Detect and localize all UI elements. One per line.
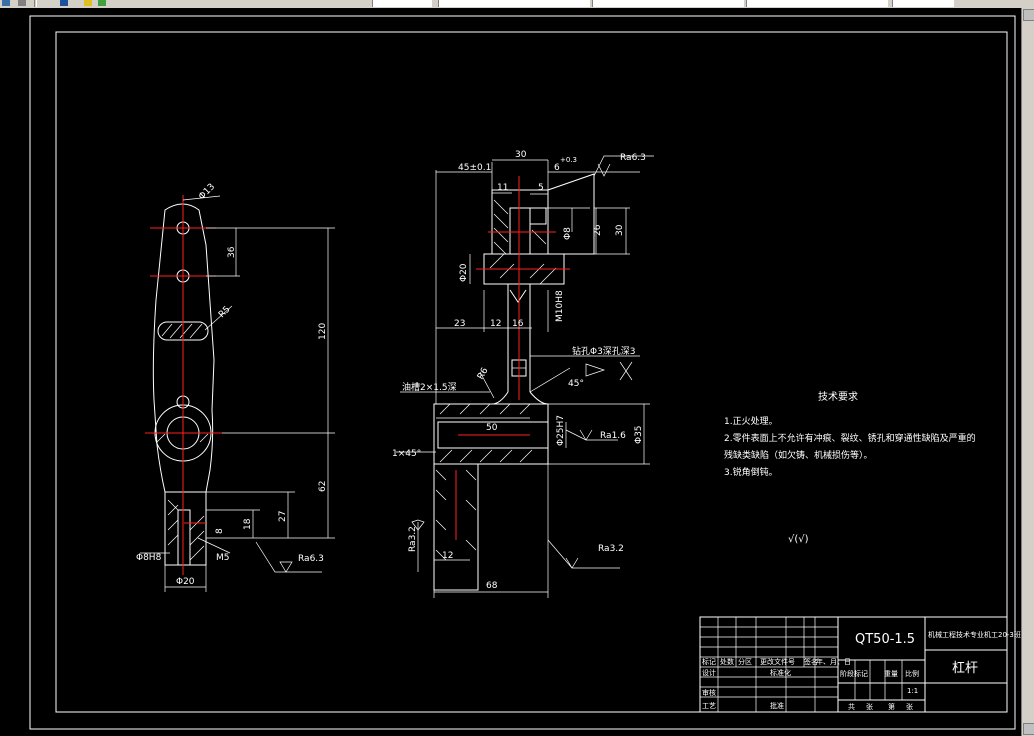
- dim-phi13: Φ13: [197, 182, 217, 202]
- title-block-lines: [699, 616, 1008, 713]
- dim-8: 8: [215, 528, 225, 534]
- dim-phi20-left: Φ20: [176, 577, 195, 587]
- tech-req-title: 技术要求: [818, 390, 858, 403]
- dim-30-right: 30: [615, 224, 625, 236]
- dim-62: 62: [318, 481, 328, 492]
- tb-weight: 重量: [884, 670, 898, 678]
- main-view: [396, 155, 654, 598]
- layer-icon[interactable]: [60, 0, 68, 6]
- tb-col-doc: 更改文件号: [760, 657, 795, 666]
- dim-12-bottom: 12: [442, 551, 453, 561]
- tb-col-count: 处数: [720, 657, 734, 666]
- dim-phi8-main: Φ8: [563, 227, 573, 240]
- tb-stage: 阶段标记: [840, 669, 868, 678]
- tb-approve: 批准: [770, 701, 784, 710]
- left-view: [140, 195, 335, 592]
- freeze-icon[interactable]: [98, 0, 106, 6]
- dim-r5: R5: [217, 305, 233, 321]
- dim-m5: M5: [216, 553, 230, 563]
- school-name: 机械工程技术专业机工20-3班: [928, 630, 1021, 639]
- tech-req-item-4: 3.锐角倒钝。: [724, 466, 778, 478]
- dim-5: 5: [538, 183, 544, 193]
- roughness-left: Ra6.3: [298, 554, 324, 564]
- tb-review: 审核: [702, 688, 716, 697]
- roughness-bottom: Ra3.2: [598, 544, 624, 554]
- drill-note: 钻孔Φ3深孔深3: [572, 345, 636, 357]
- material: QT50-1.5: [855, 632, 915, 647]
- separator: [34, 0, 37, 7]
- dim-m10: M10H8: [555, 290, 565, 322]
- tb-sheet-unit2: 张: [906, 702, 913, 711]
- dim-45: 45±0.1: [458, 163, 491, 173]
- tb-process: 工艺: [702, 702, 716, 710]
- dim-phi20-main: Φ20: [459, 263, 469, 282]
- dim-30-top: 30: [515, 150, 527, 160]
- tb-col-mark: 标记: [702, 657, 716, 666]
- save-icon[interactable]: [18, 0, 26, 6]
- outer-frame: [29, 15, 1016, 730]
- dim-120: 120: [318, 323, 328, 340]
- scroll-up-arrow[interactable]: [1023, 9, 1034, 21]
- part-name: 杠杆: [952, 660, 978, 676]
- chamfer-note: 1×45°: [392, 449, 421, 459]
- dim-12-mid: 12: [490, 319, 501, 329]
- dim-26: 26: [593, 224, 603, 236]
- light-icon[interactable]: [84, 0, 92, 6]
- dim-6-tol: +0.3: [560, 156, 577, 164]
- dim-16: 16: [512, 319, 524, 329]
- tb-page: 第: [888, 702, 895, 711]
- tb-sheet-unit1: 张: [866, 702, 873, 711]
- tb-col-zone: 分区: [738, 657, 752, 666]
- r-note: R6: [476, 366, 491, 382]
- angle-45: 45°: [568, 379, 584, 389]
- lineweight-dropdown[interactable]: [746, 0, 888, 7]
- tb-design: 设计: [702, 668, 716, 677]
- groove-note: 油槽2×1.5深: [402, 381, 457, 393]
- roughness-mid: Ra1.6: [600, 431, 626, 441]
- roughness-left-main: Ra3.2: [408, 526, 418, 552]
- scroll-down-arrow[interactable]: [1023, 723, 1034, 735]
- tb-scale-label: 比例: [905, 669, 919, 678]
- dim-18: 18: [243, 518, 253, 530]
- dim-6: 6: [554, 163, 560, 173]
- layer-dropdown[interactable]: [372, 0, 432, 7]
- tech-req-item-2: 2.零件表面上不允许有冲痕、裂纹、锈孔和穿通性缺陷及严重的: [724, 432, 976, 444]
- dim-27: 27: [278, 511, 288, 522]
- tb-col-date: 年、月、日: [816, 657, 851, 666]
- drawing-canvas[interactable]: [0, 8, 1022, 736]
- dim-phi25: Φ25H7: [556, 415, 566, 446]
- tb-col-sign: 签名: [804, 657, 818, 666]
- surface-symbol: √(√): [788, 534, 809, 545]
- roughness-top: Ra6.3: [620, 153, 646, 163]
- inner-frame: [55, 31, 1008, 713]
- linetype-dropdown[interactable]: [592, 0, 744, 7]
- dim-phi35: Φ35: [634, 425, 644, 444]
- app-icon[interactable]: [2, 0, 10, 6]
- toolbar: [0, 0, 1034, 8]
- tb-standard: 标准化: [770, 668, 791, 677]
- dim-68: 68: [486, 581, 498, 591]
- tb-scale: 1:1: [907, 687, 918, 695]
- dim-11: 11: [497, 183, 508, 193]
- color-dropdown[interactable]: [438, 0, 590, 7]
- tech-req-item-3: 残缺类缺陷（如欠铸、机械损伤等）。: [724, 449, 873, 461]
- tech-req-item-1: 1.正火处理。: [724, 415, 778, 427]
- dim-23: 23: [454, 319, 465, 329]
- plotstyle-dropdown[interactable]: [892, 0, 954, 7]
- dim-phi8: Φ8H8: [136, 553, 162, 563]
- vertical-scrollbar[interactable]: [1021, 8, 1034, 736]
- dim-36: 36: [227, 246, 237, 258]
- tb-total: 共: [848, 702, 855, 711]
- dim-50: 50: [486, 423, 498, 433]
